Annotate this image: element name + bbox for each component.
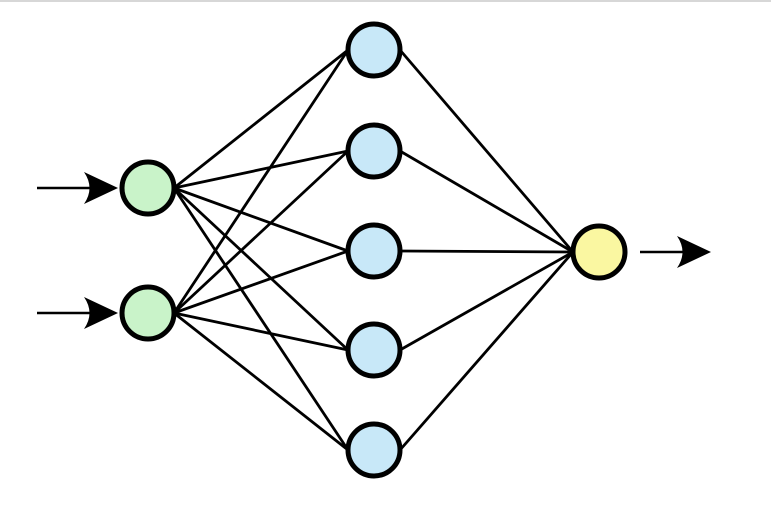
edge-input2-hidden5: [173, 311, 349, 452]
edge-input2-hidden2: [173, 149, 349, 315]
hidden-node-1: [345, 21, 403, 79]
input-arrow-1-head-icon: [84, 172, 118, 204]
edge-hidden1-output1: [398, 49, 575, 253]
input-node-2: [119, 284, 177, 342]
output-node-1: [570, 223, 628, 281]
edge-input2-hidden1: [172, 49, 350, 314]
input-arrow-2-head-icon: [84, 297, 118, 329]
edge-input1-hidden5: [172, 187, 350, 451]
window-top-border: [0, 0, 771, 2]
edge-input1-hidden4: [173, 186, 349, 352]
edge-input1-hidden1: [173, 48, 349, 190]
edge-hidden5-output1: [398, 251, 575, 451]
edge-input2-hidden4: [173, 311, 349, 352]
output-arrow-1-head-icon: [677, 236, 711, 268]
edge-hidden3-output1: [399, 249, 574, 254]
hidden-node-4: [345, 321, 403, 379]
hidden-node-2: [345, 122, 403, 180]
edge-input1-hidden3: [173, 186, 349, 253]
edge-hidden4-output1: [399, 250, 574, 352]
edge-input1-hidden2: [173, 149, 349, 190]
edge-hidden2-output1: [399, 149, 574, 254]
edge-input2-hidden3: [173, 249, 349, 315]
hidden-node-5: [345, 421, 403, 479]
hidden-node-3: [345, 222, 403, 280]
input-node-1: [119, 159, 177, 217]
